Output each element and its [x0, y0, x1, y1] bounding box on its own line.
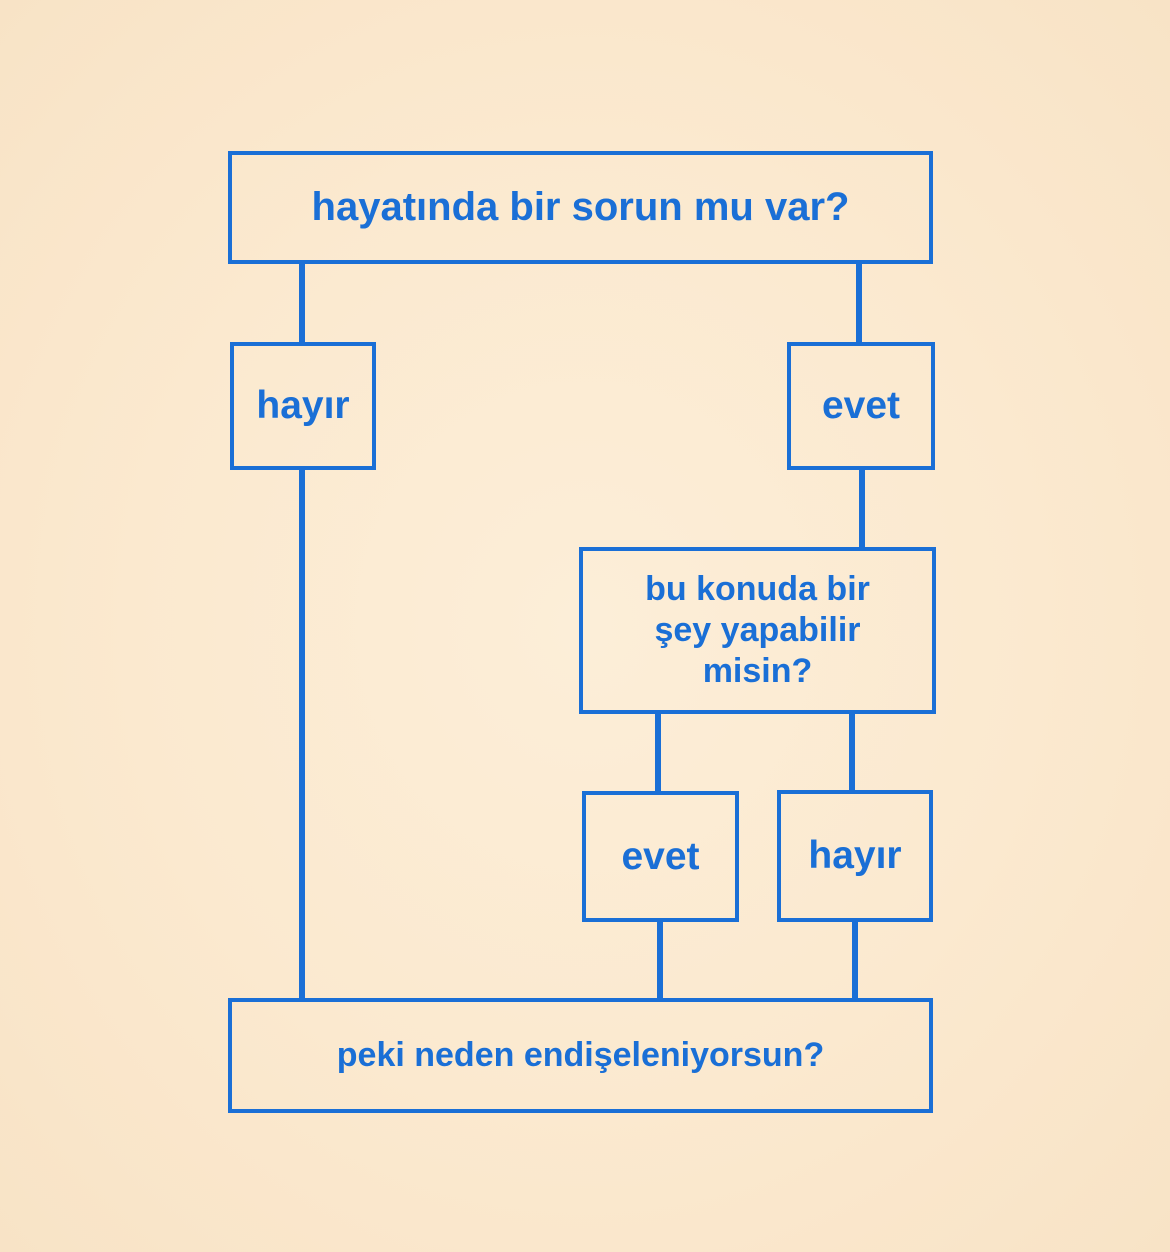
connector-no-to-conclusion: [299, 468, 305, 1000]
answer-text-no-2: hayır: [808, 834, 902, 877]
connector-question2-to-yes: [655, 712, 661, 793]
connector-yes2-to-conclusion: [657, 920, 663, 1000]
conclusion-box: peki neden endişeleniyorsun?: [228, 998, 933, 1113]
answer-box-yes-2: evet: [582, 791, 739, 922]
connector-question1-to-yes: [856, 262, 862, 344]
connector-yes-to-question2: [859, 468, 865, 549]
question-text-can-you-do: bu konuda bir şey yapabilir misin?: [645, 570, 870, 690]
connector-question2-to-no: [849, 712, 855, 792]
answer-box-no-2: hayır: [777, 790, 933, 922]
question-text-problem: hayatında bir sorun mu var?: [311, 185, 850, 229]
answer-text-yes-1: evet: [821, 384, 901, 427]
answer-text-yes-2: evet: [621, 834, 700, 878]
connector-question1-to-no: [299, 262, 305, 344]
conclusion-text: peki neden endişeleniyorsun?: [336, 1036, 825, 1074]
answer-text-no-1: hayır: [256, 384, 350, 427]
question-box-problem: hayatında bir sorun mu var?: [228, 151, 933, 264]
connector-no2-to-conclusion: [852, 920, 858, 1000]
question-box-can-you-do: bu konuda bir şey yapabilir misin?: [579, 547, 936, 714]
answer-box-yes-1: evet: [787, 342, 935, 470]
answer-box-no-1: hayır: [230, 342, 376, 470]
